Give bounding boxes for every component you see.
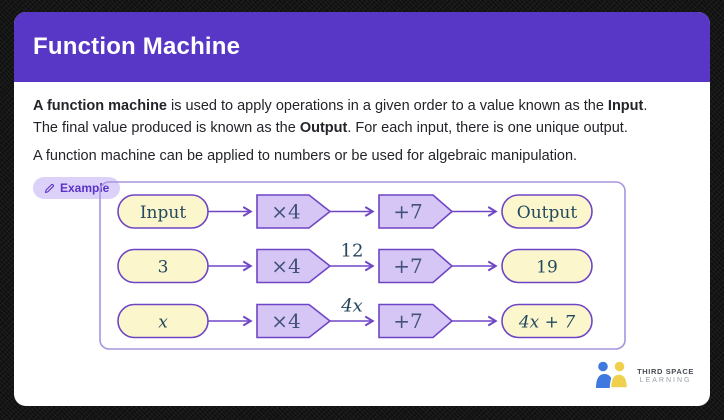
output-pill	[501, 303, 593, 339]
intro-text-segment: is used to apply operations in a given o…	[167, 98, 608, 114]
logo-line-2: LEARNING	[639, 376, 692, 384]
intro-text-segment: . For each input, there is one unique ou…	[347, 120, 628, 136]
lesson-card: Function Machine A function machine is u…	[14, 12, 710, 406]
logo-text: THIRD SPACE LEARNING	[637, 367, 694, 384]
example-badge: Example	[33, 177, 121, 199]
intro-text-segment: The final value produced is known as the	[33, 120, 300, 136]
mid-value-label: 4x	[340, 296, 363, 317]
operation-label: +7	[393, 309, 422, 333]
output-pill	[501, 194, 593, 229]
operation-label: +7	[393, 200, 422, 224]
page-title: Function Machine	[33, 33, 241, 60]
bold-term-function-machine: A function machine	[33, 98, 167, 114]
operation-box-plus7	[378, 194, 454, 229]
machine-row-3: x ×4 4x +7 4x + 7	[117, 296, 593, 339]
operation-box-plus7	[378, 303, 454, 339]
intro-paragraph-2: A function machine can be applied to num…	[33, 148, 578, 164]
mid-value-label: 12	[341, 241, 364, 262]
operation-label: ×4	[271, 254, 300, 278]
intro-text-segment: .	[643, 98, 648, 114]
operation-box-times4	[256, 194, 332, 229]
output-label: 19	[536, 258, 558, 278]
output-label: Output	[517, 203, 578, 223]
two-people-logo-icon	[596, 361, 629, 389]
intro-text: A function machine is used to apply oper…	[33, 95, 691, 167]
pencil-icon	[45, 183, 54, 193]
input-label: Input	[140, 203, 186, 223]
diagram-border	[99, 181, 626, 350]
operation-label: ×4	[271, 200, 300, 224]
operation-label: ×4	[271, 309, 300, 333]
operation-label: +7	[393, 254, 422, 278]
output-label: 4x + 7	[518, 313, 575, 333]
card-body: A function machine is used to apply oper…	[14, 82, 710, 406]
input-label: x	[158, 313, 168, 333]
bold-term-input: Input	[607, 98, 644, 114]
intro-paragraph-1: A function machine is used to apply oper…	[33, 95, 691, 139]
input-label: 3	[158, 258, 169, 278]
example-badge-label: Example	[60, 181, 110, 195]
function-machine-diagram: Input ×4 +7 Output 3 ×4 12	[99, 181, 626, 350]
bold-term-output: Output	[299, 120, 348, 136]
operation-box-times4	[256, 303, 332, 339]
operation-box-times4	[256, 248, 332, 284]
machine-row-1: Input ×4 +7 Output	[117, 194, 593, 229]
third-space-learning-logo: THIRD SPACE LEARNING	[594, 360, 694, 390]
machine-row-2: 3 ×4 12 +7 19	[117, 241, 593, 284]
operation-box-plus7	[378, 248, 454, 284]
card-header: Function Machine	[14, 12, 710, 82]
logo-line-1: THIRD SPACE	[637, 366, 694, 376]
output-pill	[501, 248, 593, 284]
